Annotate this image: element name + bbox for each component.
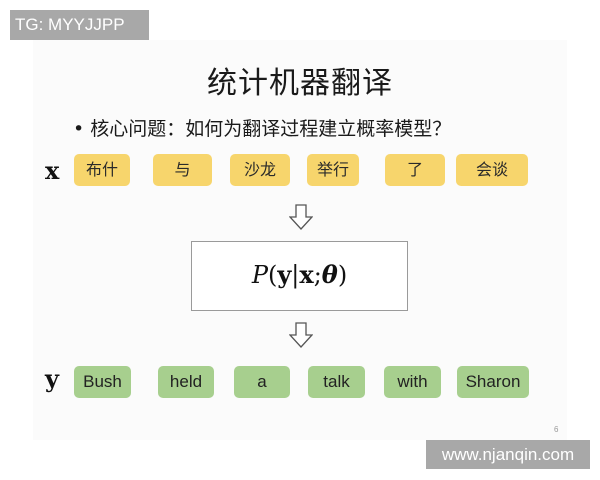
source-token: 沙龙 (230, 154, 290, 186)
target-token: held (158, 366, 214, 398)
source-token: 举行 (307, 154, 359, 186)
model-semicolon: ; (313, 261, 322, 289)
slide-title: 统计机器翻译 (207, 66, 393, 101)
source-token: 了 (385, 154, 445, 186)
model-paren-open: ( (267, 261, 278, 289)
bullet-marker: • (73, 118, 85, 140)
model-paren-close: ) (337, 261, 348, 289)
source-token: 布什 (74, 154, 130, 186)
model-bar: | (291, 261, 300, 289)
target-token: Sharon (457, 366, 529, 398)
source-token: 与 (153, 154, 212, 186)
model-theta: θ (321, 260, 338, 289)
model-P: P (251, 261, 268, 289)
target-token: a (234, 366, 290, 398)
bullet-text: 核心问题：如何为翻译过程建立概率模型？ (90, 118, 452, 140)
model-x: x (299, 260, 314, 289)
page-number: 6 (554, 425, 559, 434)
model-y: y (277, 260, 292, 289)
probability-model-box: P(y|x;θ) (191, 241, 408, 311)
source-token: 会谈 (456, 154, 528, 186)
target-variable-label: y (45, 364, 59, 393)
watermark-bottom: www.njanqin.com (426, 440, 590, 469)
bullet-point: •核心问题：如何为翻译过程建立概率模型？ (73, 114, 451, 141)
target-token: talk (308, 366, 365, 398)
source-variable-label: x (45, 156, 60, 185)
down-arrow-icon (289, 322, 313, 348)
target-token: with (384, 366, 441, 398)
target-token: Bush (74, 366, 131, 398)
watermark-top: TG: MYYJJPP (10, 10, 149, 40)
down-arrow-icon (289, 204, 313, 230)
